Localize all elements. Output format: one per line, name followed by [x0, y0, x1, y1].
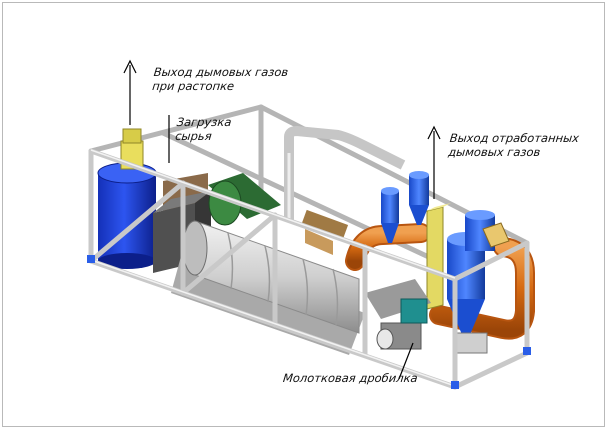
frame-corner-feet	[87, 255, 531, 389]
raw-material-line2: сырья	[174, 129, 213, 143]
green-conveyor	[208, 173, 281, 226]
callout-arrows	[123, 59, 441, 380]
hammer-mill-unit	[365, 279, 488, 354]
flue-gas-startup-label: Выход дымовых газов при растопке	[152, 65, 289, 93]
raw-material-line1: Загрузка	[176, 115, 233, 129]
hammer-mill-text: Молотковая дробилка	[282, 371, 419, 385]
flue-gas-startup-line1: Выход дымовых газов	[153, 65, 289, 79]
frame-front-beams	[88, 148, 530, 390]
screw-conveyor	[301, 209, 349, 255]
equipment-3d-illustration	[87, 59, 535, 390]
drum-dryer	[171, 220, 365, 355]
exhaust-gas-line1: Выход отработанных	[449, 131, 580, 145]
flue-gas-startup-line2: при растопке	[151, 79, 235, 93]
exhaust-gas-label: Выход отработанных дымовых газов	[448, 131, 580, 159]
small-cyclones	[381, 171, 429, 243]
raw-material-loading-label: Загрузка сырья	[175, 115, 233, 143]
exhaust-chimney	[426, 203, 451, 310]
exhaust-gas-line2: дымовых газов	[447, 145, 542, 159]
hammer-mill-label: Молотковая дробилка	[282, 371, 418, 385]
overhead-pipe	[284, 125, 406, 221]
diagram-frame: Выход дымовых газов при растопке Загрузк…	[2, 2, 605, 427]
